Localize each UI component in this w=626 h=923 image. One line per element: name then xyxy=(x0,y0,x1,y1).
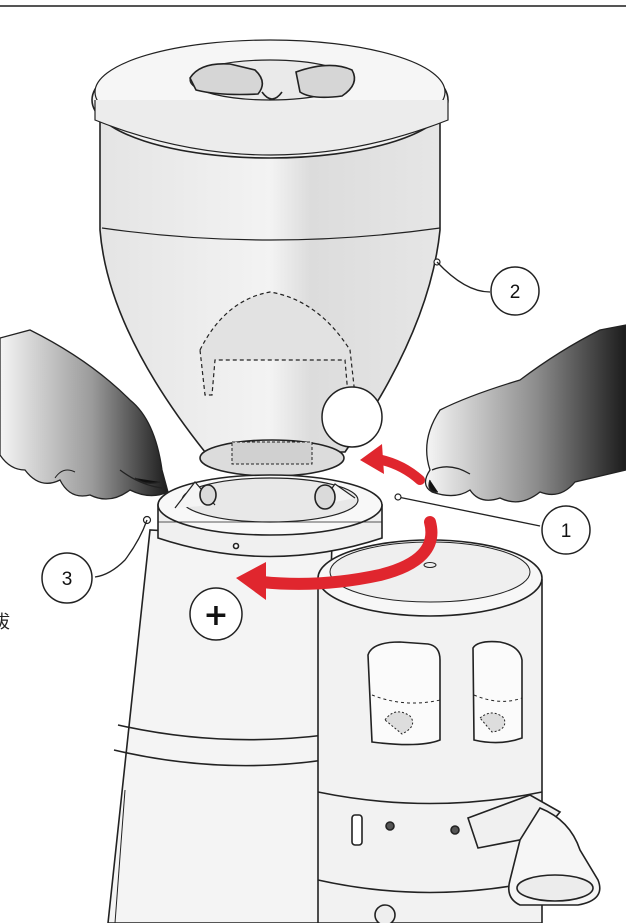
locator-circle xyxy=(321,386,383,448)
callout-1-label: 1 xyxy=(561,521,572,542)
callout-3: 3 xyxy=(41,515,152,604)
callout-2: 2 xyxy=(433,258,540,316)
callout-2-label: 2 xyxy=(510,282,521,303)
right-hand xyxy=(424,324,626,503)
rotate-arrow xyxy=(236,516,438,600)
plus-symbol: + xyxy=(203,598,228,633)
doser-body xyxy=(317,539,601,923)
grinding-adjustment-ring xyxy=(157,474,383,558)
callout-3-label: 3 xyxy=(62,569,73,590)
lift-arrow xyxy=(360,444,425,485)
left-hand xyxy=(0,329,169,500)
bean-hopper xyxy=(91,39,449,477)
tighten-direction-symbol: + xyxy=(189,587,243,641)
clipped-edge-glyph: 拔 xyxy=(0,612,10,633)
callout-1: 1 xyxy=(394,493,591,555)
